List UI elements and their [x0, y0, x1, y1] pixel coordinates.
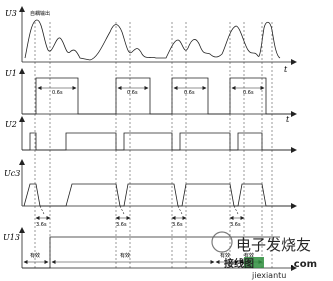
u1-trace: [22, 77, 296, 115]
uc3-interval-2: 3.6s: [116, 222, 127, 228]
u1-interval-1: 0.6s: [52, 90, 63, 96]
u3-waveform: U3 自耦输出 t: [5, 6, 297, 74]
u13-segment-1: 有效: [30, 252, 40, 259]
u1-waveform: U1 t 0.6s 0.6s 0.6s 0.6s: [5, 68, 297, 124]
u13-trace: [22, 236, 280, 269]
uc3-label: Uc3: [4, 169, 20, 178]
watermark-logo-icon: [211, 231, 233, 253]
u1-interval-3: 0.6s: [184, 90, 195, 96]
u3-label: U3: [5, 9, 17, 18]
u13-segment-2: 有效: [120, 252, 130, 259]
u2-waveform: U2: [5, 116, 297, 153]
uc3-interval-4: 3.6s: [230, 222, 241, 228]
watermark-cn-bottom: 接线图: [224, 257, 254, 270]
watermark: 电子发烧友 接线图 .com jiexiantu: [211, 231, 317, 280]
uc3-trace: [23, 183, 296, 207]
u13-segment-3: 有效: [220, 252, 230, 259]
uc3-interval-3: 3.6s: [172, 222, 183, 228]
u13-segment-4: 有效: [244, 252, 254, 259]
reference-lines: [34, 22, 273, 270]
u1-interval-4: 0.6s: [243, 90, 254, 96]
u1-t-label: t: [286, 115, 290, 124]
u3-t-label: t: [284, 65, 288, 74]
u3-annotation: 自耦输出: [30, 10, 50, 17]
u13-label: U13: [3, 233, 20, 242]
u2-label: U2: [5, 120, 17, 129]
u1-label: U1: [5, 69, 17, 78]
watermark-cn-top: 电子发烧友: [236, 236, 311, 254]
u1-interval-2: 0.6s: [127, 90, 138, 96]
watermark-site-suffix: .com: [290, 259, 317, 270]
watermark-domain: jiexiantu: [251, 271, 286, 280]
u3-trace: [24, 19, 281, 61]
u2-trace: [22, 132, 296, 151]
uc3-interval-1: 3.6s: [36, 222, 47, 228]
uc3-waveform: Uc3 3.6s 3.6s 3.6s 3.6s: [4, 159, 297, 228]
